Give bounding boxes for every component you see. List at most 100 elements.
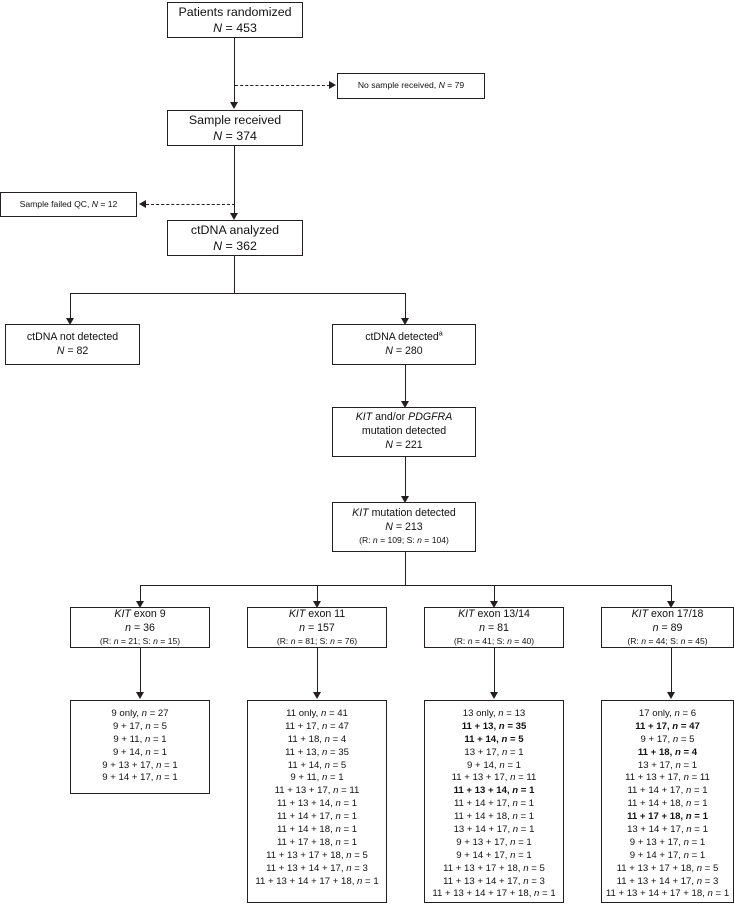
node-line-1-rest: mutation detected bbox=[368, 507, 456, 520]
combo-item: 11 + 14 + 17, n = 1 bbox=[276, 811, 358, 823]
arrow-into-ctdna-analyzed bbox=[230, 213, 238, 220]
node-no-sample-received: No sample received, N = 79 bbox=[337, 73, 485, 99]
node-line-1: ctDNA analyzed bbox=[190, 222, 280, 237]
arrow-into-exon-13-14 bbox=[490, 601, 498, 608]
node-line-1: KIT mutation detected bbox=[352, 507, 456, 521]
combo-item: 11 + 13, n = 35 bbox=[461, 720, 527, 732]
node-exon-17-18: KIT exon 17/18 n = 89 (R: n = 44; S: n =… bbox=[601, 607, 734, 648]
combo-item: 9 + 17, n = 5 bbox=[640, 733, 695, 745]
exon-label: exon 17/18 bbox=[648, 607, 704, 620]
combo-item: 11 + 13 + 14 + 17, n = 3 bbox=[443, 875, 545, 887]
exon-rs: (R: n = 41; S: n = 40) bbox=[453, 635, 535, 646]
exon-n: n = 81 bbox=[479, 621, 509, 634]
node-line-2: mutation detected bbox=[361, 425, 447, 438]
node-line-2: N = 213 bbox=[385, 521, 423, 534]
conj: and/or bbox=[372, 411, 409, 424]
combo-item: 11 + 13 + 17, n = 11 bbox=[625, 772, 710, 784]
combo-item: 9 + 14 + 17, n = 1 bbox=[456, 849, 532, 861]
node-line-1: Sample failed QC, N = 12 bbox=[19, 198, 118, 209]
arrow-into-combos-exon11 bbox=[313, 692, 321, 699]
exon-title: KIT exon 17/18 bbox=[632, 608, 704, 622]
node-line-3-split: (R: n = 109; S: n = 104) bbox=[359, 535, 449, 546]
combo-item: 11 + 13 + 14 + 17 + 18, n = 1 bbox=[255, 875, 379, 887]
ctdna-detected-label: ctDNA detected bbox=[365, 330, 439, 343]
connector-to-not-detected bbox=[70, 293, 71, 320]
exon-rs: (R: n = 44; S: n = 45) bbox=[627, 635, 708, 646]
exon-label: exon 13/14 bbox=[474, 607, 530, 620]
node-ctdna-detected: ctDNA detecteda N = 280 bbox=[332, 324, 476, 365]
exon-label: exon 11 bbox=[305, 607, 346, 620]
combo-item: 11 + 17, n = 47 bbox=[285, 720, 349, 732]
gene-kit: KIT bbox=[352, 507, 369, 520]
combo-item: 11 + 13 + 17, n = 11 bbox=[274, 785, 360, 797]
connector-exon9-to-combos bbox=[140, 648, 141, 694]
combo-item: 13 + 14 + 17, n = 1 bbox=[453, 824, 535, 836]
combo-item: 11 + 18, n = 4 bbox=[637, 746, 698, 758]
combo-item: 13 + 17, n = 1 bbox=[637, 759, 698, 771]
combo-item: 9 + 13 + 17, n = 1 bbox=[456, 836, 532, 848]
connector-kitpdgfra-to-kitmut bbox=[405, 457, 406, 499]
exon-rs: (R: n = 81; S: n = 76) bbox=[276, 635, 358, 646]
combo-item: 11 + 17, n = 47 bbox=[635, 720, 700, 732]
node-line-1: No sample received, N = 79 bbox=[357, 80, 465, 91]
node-line-2: N = 453 bbox=[213, 21, 257, 35]
node-line-1: ctDNA detecteda bbox=[365, 329, 443, 345]
combo-item: 11 + 17 + 18, n = 1 bbox=[627, 811, 708, 823]
arrow-into-kit-pdgfra bbox=[401, 401, 409, 408]
combo-item: 11 + 14 + 17, n = 1 bbox=[627, 785, 708, 797]
connector-no-sample-dashed bbox=[235, 85, 330, 86]
combo-item: 11 + 13, n = 35 bbox=[285, 746, 349, 758]
combo-item: 9 + 11, n = 1 bbox=[113, 733, 167, 745]
node-ctdna-not-detected: ctDNA not detected N = 82 bbox=[5, 324, 140, 365]
combo-item: 11 + 13 + 14, n = 1 bbox=[276, 798, 358, 810]
arrow-into-no-sample bbox=[329, 81, 336, 89]
combo-item: 13 + 14 + 17, n = 1 bbox=[627, 824, 708, 836]
arrow-into-ctdna-detected bbox=[401, 318, 409, 325]
connector-to-exon-17-18 bbox=[671, 585, 672, 603]
node-line-2: N = 374 bbox=[213, 129, 257, 143]
exon-n: n = 89 bbox=[652, 621, 683, 634]
gene-kit: KIT bbox=[355, 411, 373, 424]
combo-item: 13 + 17, n = 1 bbox=[464, 746, 524, 758]
gene-kit: KIT bbox=[458, 607, 475, 620]
combo-item: 9 + 14 + 17, n = 1 bbox=[629, 849, 706, 861]
combo-item: 11 only, n = 41 bbox=[286, 708, 348, 719]
combo-item: 9 + 14, n = 1 bbox=[467, 759, 521, 771]
node-line-1: ctDNA not detected bbox=[26, 330, 119, 343]
node-sample-failed-qc: Sample failed QC, N = 12 bbox=[0, 192, 137, 217]
exon-title: KIT exon 9 bbox=[114, 608, 165, 622]
arrow-into-combos-exon1314 bbox=[490, 692, 498, 699]
combo-item: 11 + 14, n = 5 bbox=[287, 759, 347, 771]
connector-exon-split bbox=[140, 585, 672, 586]
connector-to-detected bbox=[405, 293, 406, 320]
combo-item: 9 + 14 + 17, n = 1 bbox=[102, 772, 178, 784]
connector-sample-to-analyzed bbox=[234, 146, 235, 216]
arrow-into-exon-17-18 bbox=[667, 601, 675, 608]
node-line-1: Sample received bbox=[188, 112, 282, 127]
combo-item: 11 + 14, n = 5 bbox=[464, 733, 524, 745]
arrow-into-exon-11 bbox=[313, 601, 321, 608]
node-line-2: N = 280 bbox=[385, 344, 423, 357]
connector-detected-to-kitpdgfra bbox=[405, 365, 406, 404]
node-exon-11: KIT exon 11 n = 157 (R: n = 81; S: n = 7… bbox=[247, 607, 387, 648]
combo-item: 17 only, n = 6 bbox=[638, 708, 697, 719]
gene-kit: KIT bbox=[288, 607, 306, 620]
combo-item: 11 + 13 + 17 + 18, n = 5 bbox=[266, 849, 368, 861]
exon-label: exon 9 bbox=[130, 607, 166, 620]
arrow-into-failed-qc bbox=[139, 200, 146, 208]
gene-kit: KIT bbox=[114, 607, 131, 620]
combo-item: 13 only, n = 13 bbox=[462, 708, 526, 719]
combo-item: 9 + 17, n = 5 bbox=[113, 720, 167, 732]
combo-item: 11 + 14 + 18, n = 1 bbox=[453, 811, 535, 823]
combo-item: 9 + 14, n = 1 bbox=[113, 746, 167, 758]
connector-randomized-to-sample bbox=[234, 38, 235, 104]
combo-item: 11 + 13 + 14, n = 1 bbox=[453, 785, 535, 797]
combo-item: 11 + 13 + 14 + 17, n = 3 bbox=[266, 862, 368, 874]
connector-to-exon-13-14 bbox=[494, 585, 495, 603]
combo-item: 11 + 13 + 14 + 17, n = 3 bbox=[616, 875, 719, 887]
exon-title: KIT exon 13/14 bbox=[458, 608, 530, 622]
connector-exon1314-to-combos bbox=[494, 648, 495, 694]
